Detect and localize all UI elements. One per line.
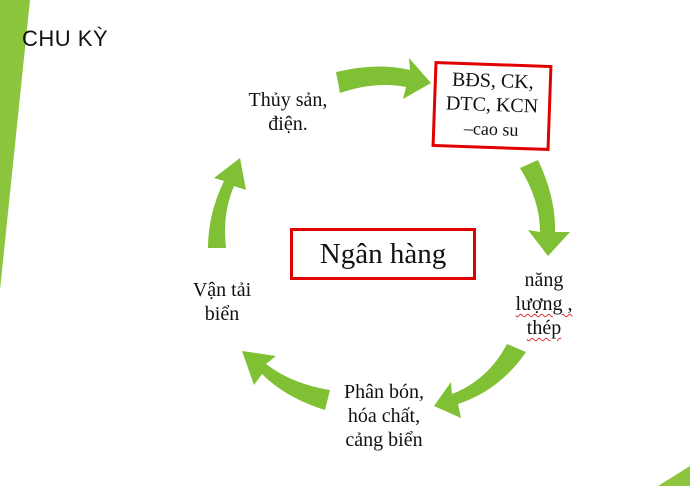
node-line: điện.: [268, 113, 308, 135]
node-line: năng: [524, 269, 564, 291]
node-line: hóa chất,: [347, 405, 421, 427]
node-line: Vận tải: [192, 279, 252, 301]
center-ngan-hang: Ngân hàng: [290, 228, 476, 280]
node-phan-bon-hoa-chat: Phân bón, hóa chất, cảng biển: [322, 380, 446, 452]
node-van-tai-bien: Vận tải biển: [174, 278, 270, 326]
node-line: lượng ,: [515, 293, 573, 315]
slide-title: CHU KỲ: [22, 26, 109, 51]
left-accent-stripe: [0, 0, 30, 290]
node-thuy-san-dien: Thủy sản, điện.: [226, 88, 350, 136]
arrow-bds-to-nangluong: [520, 160, 570, 256]
node-line: thép: [526, 317, 562, 339]
node-bds-highlighted: BĐS, CK, DTC, KCN –cao su: [431, 60, 553, 152]
node-nang-luong-thep: năng lượng , thép: [498, 268, 590, 340]
node-line: DTC, KCN: [445, 92, 539, 118]
corner-accent-triangle: [658, 466, 690, 486]
arrow-thuysan-to-bds: [336, 58, 431, 99]
node-line: –cao su: [463, 118, 519, 140]
node-line: biển: [204, 303, 240, 325]
node-line: Phân bón,: [344, 381, 424, 403]
node-line: cảng biển: [345, 429, 423, 451]
node-line: Thủy sản,: [248, 89, 328, 111]
arrow-vantai-to-thuysan: [208, 158, 246, 248]
arrow-nangluong-to-phanbon: [434, 344, 526, 418]
arrow-phanbon-to-vantai: [242, 351, 330, 410]
